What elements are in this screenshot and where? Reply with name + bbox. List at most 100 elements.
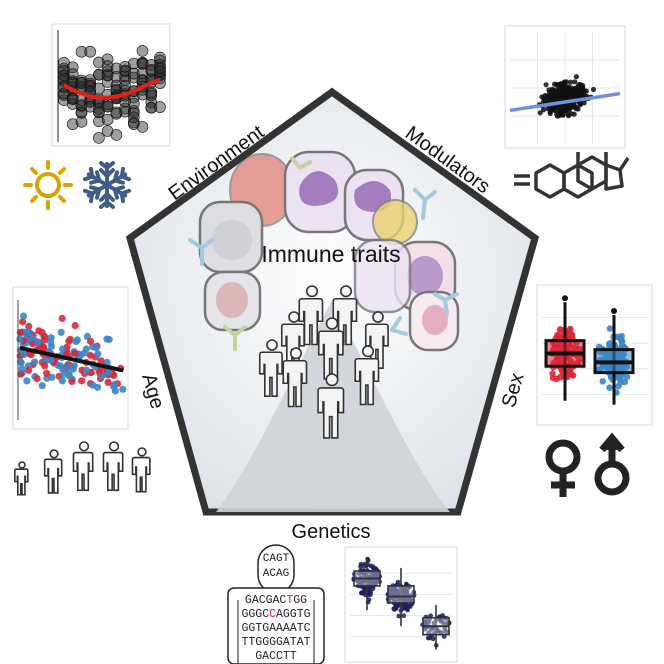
environment-point — [128, 67, 140, 80]
person-body — [102, 451, 124, 492]
modulators-trend-line — [509, 91, 621, 113]
age-point — [89, 381, 97, 389]
genetics-point — [437, 629, 443, 635]
genetics-point — [356, 571, 362, 576]
modulators-point — [572, 79, 578, 85]
center-title: Immune traits — [261, 241, 400, 267]
age-point — [65, 372, 73, 380]
person-body — [282, 359, 308, 408]
age-point — [103, 335, 111, 343]
age-point — [23, 377, 31, 385]
environment-point — [101, 125, 114, 137]
age-point — [82, 366, 90, 374]
genetics-point — [401, 613, 407, 619]
age-point — [94, 350, 102, 358]
genetics-point — [359, 590, 365, 596]
environment-point — [93, 132, 105, 144]
age-point — [19, 318, 27, 326]
modulators-point — [579, 90, 585, 96]
modulators-point — [568, 79, 574, 85]
person-head — [78, 441, 90, 452]
genetics-point — [426, 630, 431, 635]
age-point — [35, 327, 43, 335]
person-body — [43, 458, 63, 494]
environment-point — [145, 64, 158, 76]
dna-row-seq: GGTGAAAATC — [241, 622, 310, 635]
modulators-points — [537, 74, 597, 119]
dna-highlight-base: T — [286, 594, 293, 607]
modulators-point — [568, 104, 574, 110]
modulators-plot — [504, 25, 626, 149]
person-head — [305, 285, 319, 298]
age-point — [16, 357, 24, 366]
environment-point — [66, 93, 79, 105]
modulators-point — [557, 108, 563, 114]
environment-point — [136, 121, 149, 133]
person-body — [364, 323, 389, 369]
person-body — [317, 330, 344, 380]
genetics-plot — [344, 546, 458, 663]
person — [298, 285, 324, 346]
environment-point — [136, 58, 149, 70]
person-head — [288, 311, 300, 323]
person-icon — [72, 441, 94, 492]
dna-row-seq: GGGC — [241, 608, 269, 621]
immune-cells-illustration — [188, 150, 460, 352]
environment-point — [110, 129, 123, 141]
modulators-point — [565, 87, 571, 93]
age-point — [30, 358, 39, 366]
environment-point — [154, 101, 166, 113]
modulators-point — [546, 87, 552, 93]
environment-point — [66, 61, 79, 74]
age-point — [119, 385, 127, 393]
age-point — [82, 345, 90, 353]
modulators-point — [546, 105, 553, 111]
sex-point — [623, 373, 631, 381]
person-head — [325, 373, 339, 387]
environment-point — [136, 45, 149, 57]
age-point — [43, 369, 51, 377]
sex-point — [606, 325, 614, 332]
dna-row-seq: GG — [293, 594, 307, 607]
environment-point — [110, 62, 123, 75]
environment-point — [110, 79, 123, 92]
person-body — [354, 357, 380, 406]
environment-point — [84, 45, 96, 58]
environment-point — [101, 53, 114, 66]
environment-point — [101, 113, 114, 126]
dna-row: GGTGAAAATC — [241, 622, 310, 635]
person — [258, 339, 283, 397]
dna-row: GACCTT — [255, 650, 297, 663]
genetics-point — [395, 579, 401, 585]
environment-point — [84, 100, 96, 113]
age-point — [71, 349, 79, 357]
environment-point — [66, 118, 79, 130]
sex-point — [616, 335, 624, 342]
modulators-point — [537, 110, 543, 116]
person — [317, 317, 344, 380]
age-point — [105, 368, 113, 376]
genetics-box — [387, 585, 415, 604]
sun-icon — [23, 160, 73, 210]
person-icon — [43, 449, 63, 494]
modulators-point — [552, 81, 558, 87]
environment-point — [66, 76, 79, 89]
environment-plot — [51, 23, 171, 147]
genetics-point — [358, 564, 363, 569]
age-point — [58, 377, 66, 385]
age-point — [41, 356, 49, 364]
sex-point — [549, 374, 557, 382]
environment-point — [75, 45, 88, 58]
people-group-icon — [258, 285, 389, 439]
genetics-point — [396, 613, 402, 619]
age-point — [57, 328, 65, 336]
age-point — [92, 344, 100, 352]
age-point — [58, 345, 67, 353]
environment-point — [101, 69, 114, 81]
sex-point — [617, 378, 624, 386]
person-body — [14, 468, 29, 496]
environment-point — [93, 69, 105, 81]
modulators-point — [562, 79, 568, 85]
age-point — [24, 328, 32, 336]
